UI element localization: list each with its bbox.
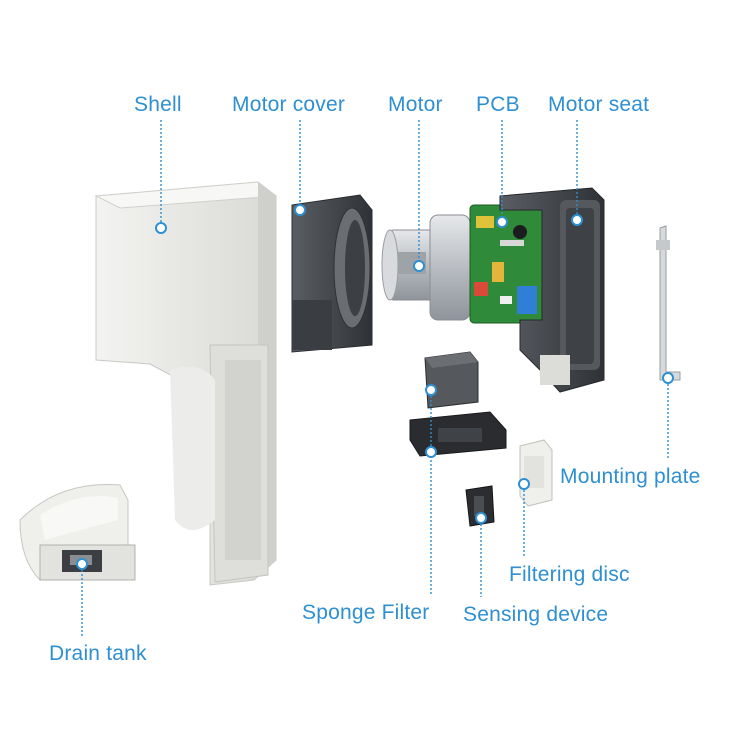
label-pcb: PCB — [476, 93, 520, 116]
shell-part — [94, 181, 278, 586]
sponge-filter-part — [409, 351, 507, 457]
label-shell: Shell — [134, 93, 182, 116]
filtering-disc-part — [519, 439, 553, 507]
label-sponge-filter: Sponge Filter — [302, 601, 430, 624]
motor-cover-part — [291, 194, 373, 353]
label-sensing-device: Sensing device — [463, 603, 609, 626]
label-filtering-disc: Filtering disc — [509, 563, 630, 586]
label-mounting-plate: Mounting plate — [560, 465, 701, 488]
motor-part — [381, 214, 471, 321]
mounting-plate-part — [656, 225, 681, 381]
leader-lines — [76, 120, 674, 636]
label-motor-cover: Motor cover — [232, 93, 346, 116]
sensing-device-part — [465, 485, 495, 527]
label-motor: Motor — [388, 93, 443, 116]
label-drain-tank: Drain tank — [49, 642, 147, 665]
label-motor-seat: Motor seat — [548, 93, 650, 116]
motor-seat-part — [499, 187, 605, 393]
